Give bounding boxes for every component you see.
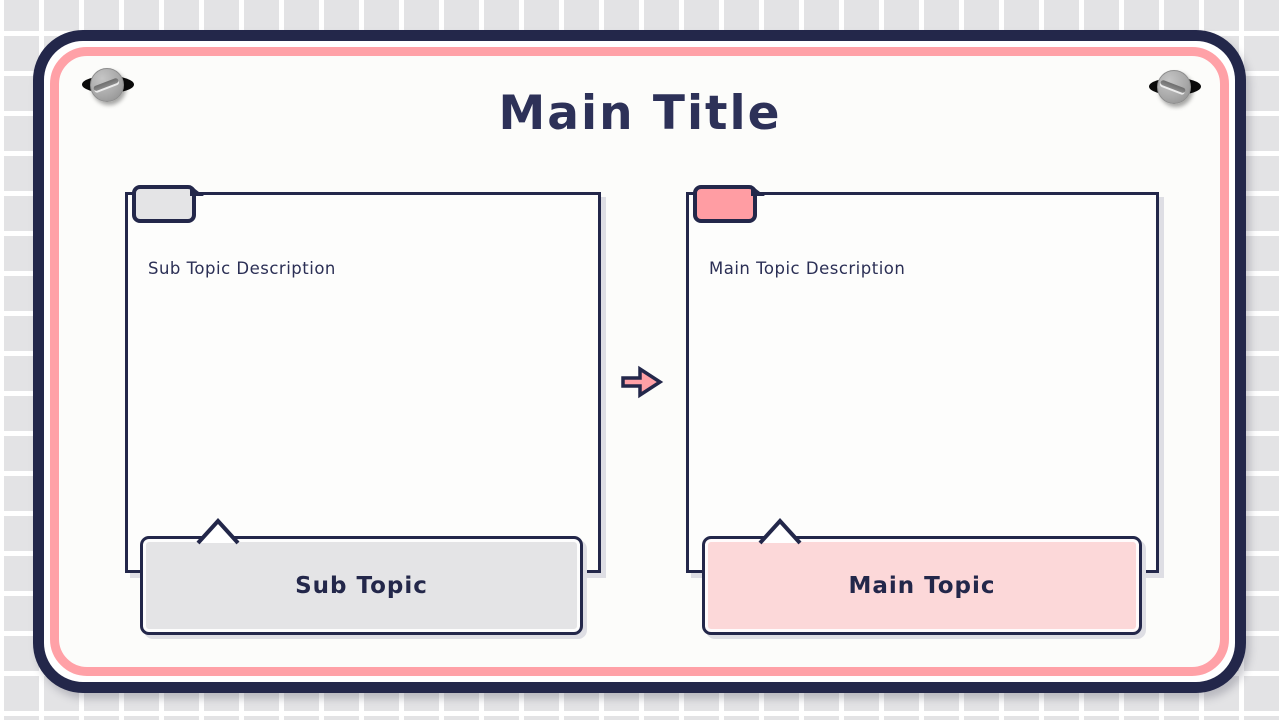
- sub-topic-panel[interactable]: Sub Topic Description: [125, 185, 601, 573]
- screw-icon: [1147, 62, 1203, 108]
- main-topic-label: Main Topic: [848, 572, 996, 599]
- sub-topic-description[interactable]: Sub Topic Description: [148, 259, 336, 278]
- folder-tab-notch: [751, 185, 765, 196]
- page-title: Main Title: [498, 86, 782, 141]
- sub-topic-label-box[interactable]: Sub Topic: [140, 518, 583, 635]
- main-topic-panel[interactable]: Main Topic Description: [686, 185, 1159, 573]
- sub-topic-folder-tab[interactable]: [132, 185, 196, 223]
- label-caret: [196, 518, 240, 545]
- main-topic-folder-tab[interactable]: [693, 185, 757, 223]
- sub-topic-label: Sub Topic: [295, 572, 428, 599]
- screw-icon: [80, 60, 136, 106]
- main-topic-label-box[interactable]: Main Topic: [702, 518, 1142, 635]
- right-arrow-icon: [621, 365, 664, 399]
- folder-tab-notch: [190, 185, 204, 196]
- label-caret: [758, 518, 802, 545]
- main-topic-description[interactable]: Main Topic Description: [709, 259, 906, 278]
